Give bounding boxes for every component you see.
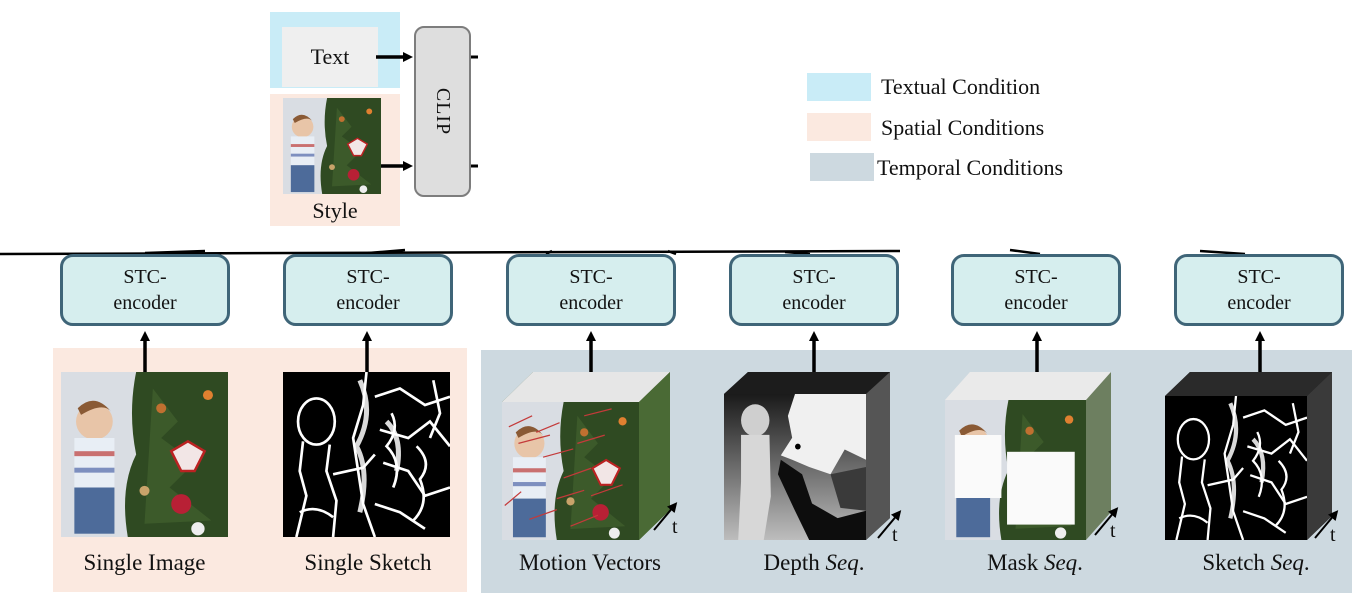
legend-swatch-spatial: [807, 113, 871, 141]
caption-depth-seq: Depth Seq.: [763, 550, 865, 575]
motion-vectors-stack: [502, 372, 670, 540]
time-axis-label: t: [892, 524, 898, 546]
text-input-box: Text: [282, 27, 378, 87]
time-arrow-icon: [1314, 510, 1339, 539]
stc-encoder-depth-seq: STC- encoder: [729, 254, 899, 326]
stc-encoder-mask-seq: STC- encoder: [951, 254, 1121, 326]
encoder-label-line1: STC-: [1237, 266, 1281, 288]
encoder-label-line1: STC-: [123, 266, 167, 288]
legend-label-textual: Textual Condition: [881, 74, 1041, 99]
encoder-label-line2: encoder: [1004, 292, 1068, 314]
caption-motion-vectors: Motion Vectors: [518, 550, 662, 575]
clip-block: CLIP: [414, 26, 471, 197]
encoder-input-stub: [1009, 248, 1041, 256]
style-label: Style: [312, 198, 358, 223]
time-axis-label: t: [672, 516, 678, 538]
stc-encoder-motion-vectors: STC- encoder: [506, 254, 676, 326]
time-arrow-icon: [1094, 507, 1119, 536]
encoder-label-line1: STC-: [1014, 266, 1058, 288]
time-arrow-icon: [653, 502, 678, 531]
encoder-label-line1: STC-: [346, 266, 390, 288]
encoder-input-stub: [1199, 249, 1246, 256]
stc-encoder-single-image: STC- encoder: [60, 254, 230, 326]
legend-label-spatial: Spatial Conditions: [881, 115, 1045, 140]
text-input-label: Text: [310, 44, 350, 69]
legend-swatch-textual: [807, 73, 871, 101]
time-axis-label: t: [1330, 524, 1336, 546]
time-arrow-icon: [877, 510, 902, 539]
legend-label-temporal: Temporal Conditions: [877, 155, 1064, 180]
sketch-seq-stack: [1165, 372, 1332, 540]
stc-encoder-sketch-seq: STC- encoder: [1174, 254, 1344, 326]
caption-sketch-seq: Sketch Seq.: [1202, 550, 1310, 575]
stc-encoder-single-sketch: STC- encoder: [283, 254, 453, 326]
encoder-label-line2: encoder: [559, 292, 623, 314]
encoder-label-line1: STC-: [569, 266, 613, 288]
caption-single-sketch: Single Sketch: [304, 550, 432, 575]
caption-mask-seq: Mask Seq.: [987, 550, 1083, 575]
encoder-label-line2: encoder: [782, 292, 846, 314]
caption-single-image: Single Image: [83, 550, 206, 575]
legend-swatch-temporal: [810, 153, 874, 181]
mask-seq-stack: [945, 372, 1111, 540]
time-axis-label: t: [1110, 520, 1116, 542]
depth-seq-stack: [724, 372, 890, 540]
encoder-label-line2: encoder: [113, 292, 177, 314]
encoder-label-line2: encoder: [336, 292, 400, 314]
encoder-label-line2: encoder: [1227, 292, 1291, 314]
encoder-input-stub: [0, 249, 901, 256]
encoder-label-line1: STC-: [792, 266, 836, 288]
